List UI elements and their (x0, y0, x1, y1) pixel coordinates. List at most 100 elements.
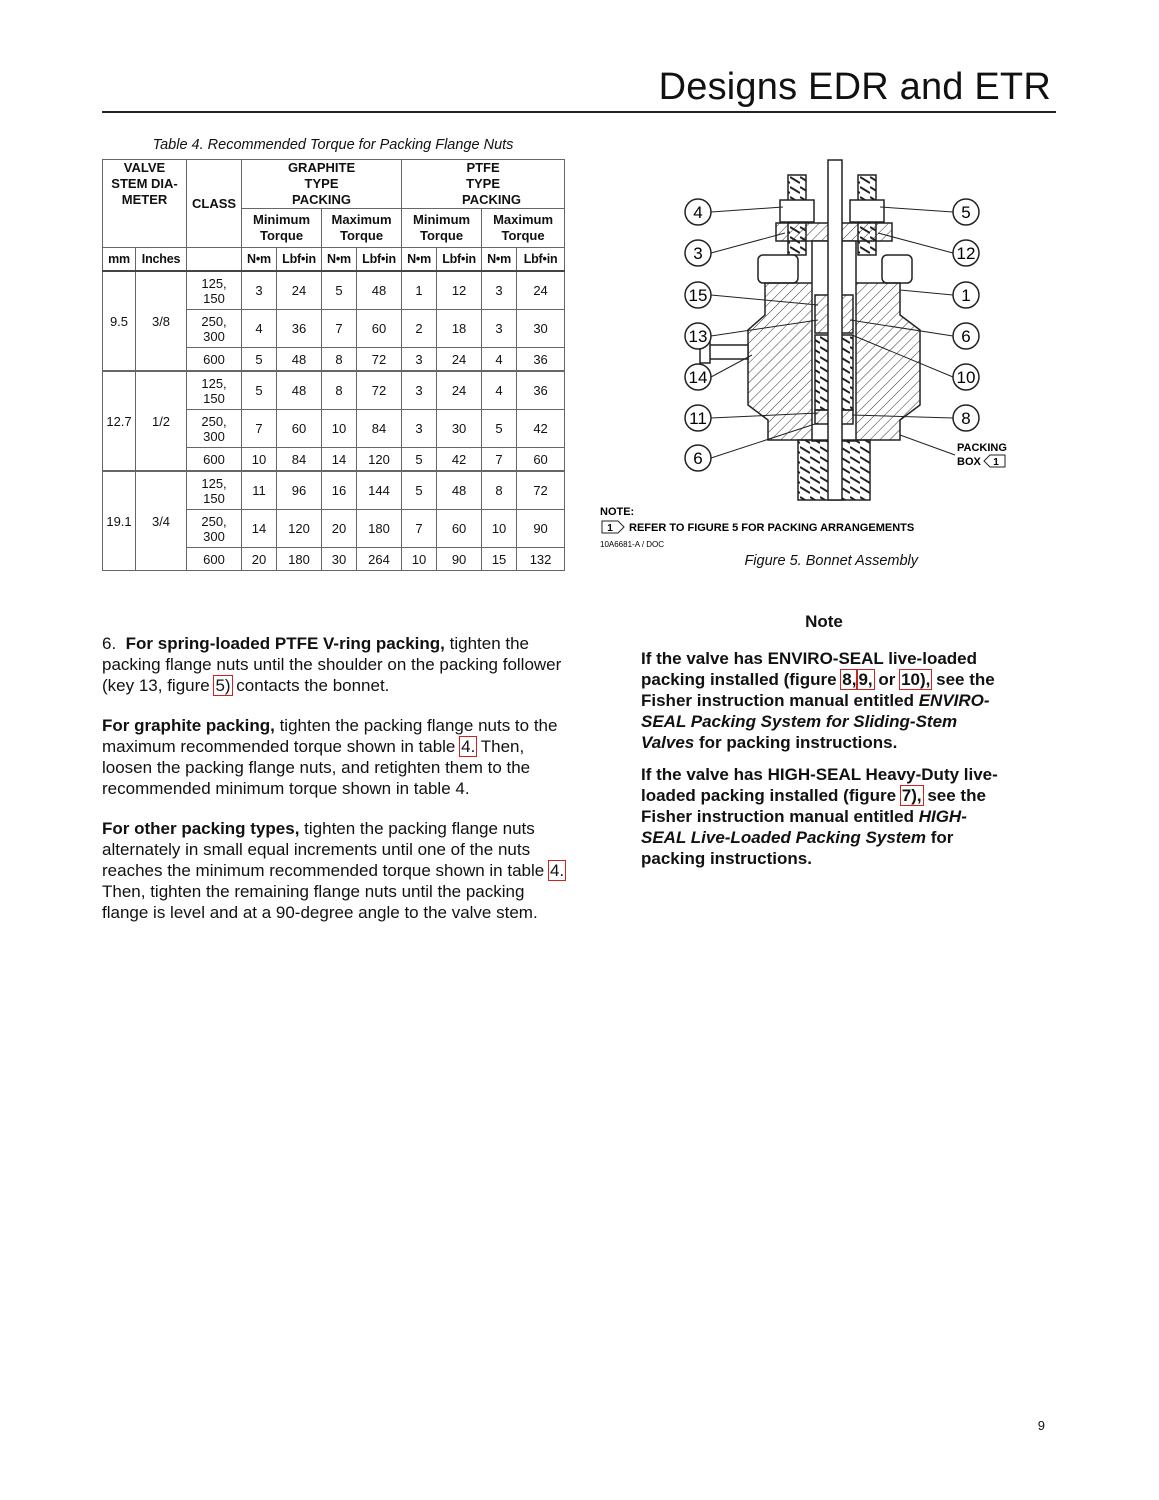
cell-torque-value: 36 (276, 309, 323, 348)
cell-torque-value: 30 (436, 409, 483, 448)
cell-torque-value: 10 (481, 509, 518, 548)
cell-torque-value: 12 (436, 270, 483, 310)
cell-stem-mm: 12.7 (102, 370, 136, 472)
cell-torque-value: 3 (481, 309, 518, 348)
cell-class: 250, 300 (186, 509, 243, 548)
cell-torque-value: 7 (401, 509, 438, 548)
cell-torque-value: 8 (321, 370, 358, 410)
header-unit: N•m (321, 247, 358, 272)
cell-torque-value: 18 (436, 309, 483, 348)
graphite-bold: For graphite packing, (102, 716, 275, 735)
note-title: Note (805, 612, 843, 631)
svg-text:1: 1 (607, 523, 613, 534)
cell-torque-value: 180 (276, 547, 323, 571)
callout-3: 3 (684, 232, 786, 267)
cell-stem-inches: 1/2 (134, 370, 188, 472)
callouts-left: 4 3 15 13 14 (684, 198, 819, 472)
figure-9-link[interactable]: 9, (856, 669, 875, 690)
other-text-b: Then, tighten the remaining flange nuts … (102, 882, 538, 922)
note2-text-c: for packing instructions. (641, 828, 954, 868)
table-4-link[interactable]: 4. (459, 736, 478, 757)
cell-torque-value: 132 (516, 547, 566, 571)
figure-caption-text: Figure 5. Bonnet Assembly (744, 553, 918, 569)
callout-15: 15 (684, 281, 819, 309)
svg-text:11: 11 (689, 409, 707, 428)
figure-caption: Figure 5. Bonnet Assembly (600, 553, 1042, 569)
header-inches: Inches (134, 247, 188, 272)
callout-12: 12 (877, 232, 980, 267)
cell-torque-value: 10 (401, 547, 438, 571)
header-unit: Lbf•in (516, 247, 566, 272)
header-unit: Lbf•in (356, 247, 403, 272)
cell-torque-value: 24 (436, 370, 483, 410)
svg-text:5: 5 (961, 203, 970, 222)
svg-text:14: 14 (689, 368, 708, 387)
svg-text:10: 10 (957, 368, 976, 387)
cell-torque-value: 7 (481, 447, 518, 472)
step-6-text-a: tighten the packing flange nuts until th… (102, 634, 562, 695)
instructions-text: 6. For spring-loaded PTFE V-ring packing… (102, 633, 567, 942)
table-4-link[interactable]: 4. (547, 860, 567, 881)
note1-sep: or (873, 670, 901, 689)
header-rule (102, 111, 1056, 113)
header-unit: N•m (241, 247, 278, 272)
cell-torque-value: 20 (321, 509, 358, 548)
svg-text:NOTE:: NOTE: (600, 506, 634, 518)
cell-torque-value: 48 (436, 470, 483, 510)
header-ptfe-max: Maximum Torque (481, 208, 566, 248)
header-ptfe: PTFE TYPE PACKING (401, 159, 566, 209)
cell-torque-value: 14 (241, 509, 278, 548)
figure-5-link[interactable]: 5) (213, 675, 233, 696)
cell-torque-value: 90 (516, 509, 566, 548)
cell-torque-value: 3 (401, 370, 438, 410)
callouts-right: 5 12 1 6 10 (849, 198, 980, 432)
cell-torque-value: 30 (516, 309, 566, 348)
other-bold: For other packing types, (102, 819, 300, 838)
graphite-text-b: Then, loosen the packing flange nuts, an… (102, 737, 531, 798)
cell-torque-value: 3 (401, 409, 438, 448)
figure-7-link[interactable]: 7), (899, 785, 924, 806)
cell-class: 250, 300 (186, 309, 243, 348)
svg-text:13: 13 (689, 327, 708, 346)
callout-10: 10 (851, 334, 980, 391)
cell-torque-value: 5 (401, 447, 438, 472)
cell-torque-value: 24 (436, 347, 483, 372)
cell-torque-value: 36 (516, 370, 566, 410)
cell-torque-value: 42 (516, 409, 566, 448)
cell-torque-value: 5 (241, 370, 278, 410)
cell-torque-value: 7 (321, 309, 358, 348)
cell-torque-value: 11 (241, 470, 278, 510)
bonnet-assembly-drawing: 4 3 15 13 14 (600, 159, 1007, 549)
callout-5: 5 (879, 198, 980, 226)
cell-torque-value: 72 (516, 470, 566, 510)
svg-text:BOX: BOX (957, 456, 982, 468)
note1-text-c: for packing instructions. (694, 733, 898, 752)
svg-text:3: 3 (693, 244, 702, 263)
page-header-title: Designs EDR and ETR (658, 66, 1051, 108)
cell-torque-value: 30 (321, 547, 358, 571)
other-text-a: tighten the packing flange nuts alternat… (102, 819, 549, 880)
header-ptfe-min: Minimum Torque (401, 208, 483, 248)
cell-torque-value: 72 (356, 370, 403, 410)
graphite-text-a: tighten the packing flange nuts to the m… (102, 716, 558, 756)
header-unit: N•m (401, 247, 438, 272)
figure-10-link[interactable]: 10), (899, 669, 933, 690)
note-enviro-seal: If the valve has ENVIRO-SEAL live-loaded… (641, 648, 1011, 753)
cell-torque-value: 1 (401, 270, 438, 310)
cell-torque-value: 264 (356, 547, 403, 571)
cell-torque-value: 3 (481, 270, 518, 310)
cell-torque-value: 5 (401, 470, 438, 510)
cell-torque-value: 60 (276, 409, 323, 448)
figure-8-link[interactable]: 8, (840, 669, 859, 690)
cell-torque-value: 60 (436, 509, 483, 548)
cell-torque-value: 144 (356, 470, 403, 510)
cell-torque-value: 3 (241, 270, 278, 310)
cell-torque-value: 72 (356, 347, 403, 372)
callout-8: 8 (851, 404, 980, 432)
cell-torque-value: 42 (436, 447, 483, 472)
header-graphite-min: Minimum Torque (241, 208, 323, 248)
header-class-blank (186, 247, 243, 272)
callout-11: 11 (684, 404, 819, 432)
